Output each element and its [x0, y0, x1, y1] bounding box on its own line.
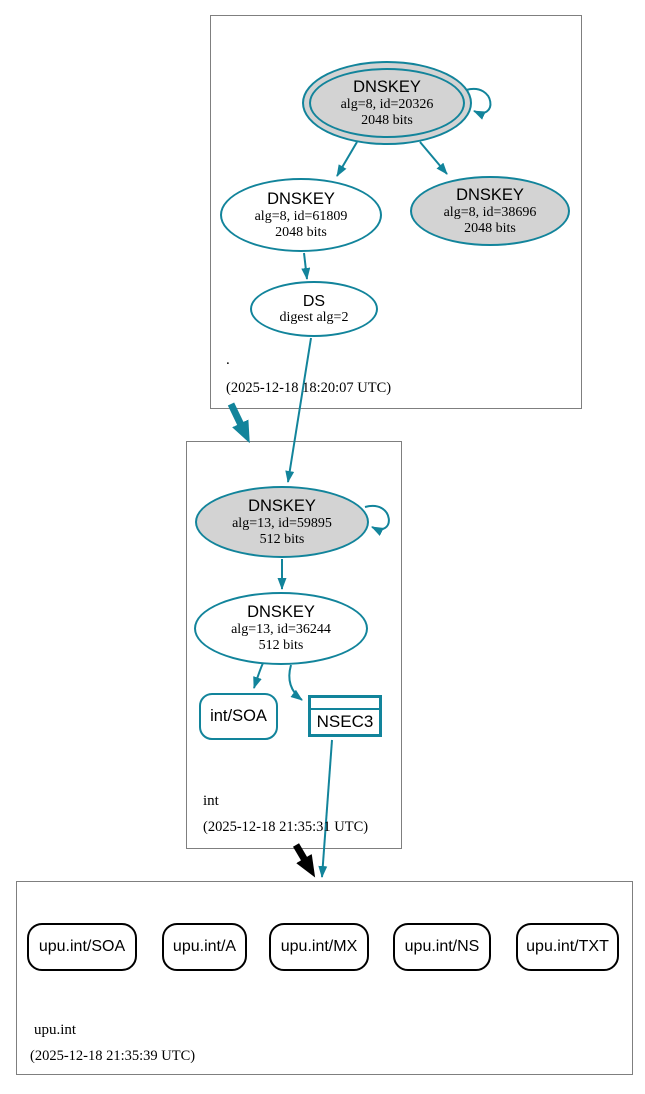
node-rrset-upu-int-mx[interactable]: upu.int/MX — [269, 923, 369, 971]
rrset-label: upu.int/TXT — [526, 938, 609, 955]
edge-nsec3-to-upu-int — [318, 739, 333, 878]
node-title: DNSKEY — [267, 189, 335, 208]
node-bits: 2048 bits — [275, 224, 327, 240]
edge-int-ksk-selfsign — [364, 504, 390, 536]
node-bits: 512 bits — [259, 531, 305, 547]
node-dnskey-38696[interactable]: DNSKEY alg=8, id=38696 2048 bits — [410, 176, 570, 246]
edge-root-ksk-to-ksk2 — [419, 141, 448, 175]
edge-root-ksk-to-zsk — [336, 141, 358, 177]
node-title: DNSKEY — [247, 603, 315, 621]
zone-timestamp-root: (2025-12-18 18:20:07 UTC) — [226, 380, 392, 396]
node-rrset-upu-int-soa[interactable]: upu.int/SOA — [27, 923, 137, 971]
node-detail: digest alg=2 — [279, 309, 349, 325]
edge-int-zsk-to-nsec3 — [288, 664, 303, 701]
node-rrset-int-soa[interactable]: int/SOA — [199, 693, 278, 740]
node-detail: alg=13, id=59895 — [232, 515, 332, 531]
zone-label-int: int — [203, 793, 219, 809]
zone-timestamp-upu-int: (2025-12-18 21:35:39 UTC) — [30, 1048, 196, 1064]
rrset-label: upu.int/MX — [280, 938, 358, 955]
edge-root-ksk-selfsign — [465, 87, 492, 120]
zone-label-upu-int: upu.int — [34, 1022, 77, 1038]
node-rrset-upu-int-ns[interactable]: upu.int/NS — [393, 923, 491, 971]
node-bits: 2048 bits — [464, 220, 516, 236]
node-bits: 512 bits — [258, 638, 304, 653]
zone-label-root: . — [226, 352, 230, 368]
node-nsec3[interactable]: NSEC3 — [308, 695, 382, 737]
node-dnskey-61809[interactable]: DNSKEY alg=8, id=61809 2048 bits — [220, 178, 382, 252]
edge-root-zsk-to-ds — [301, 252, 311, 280]
rrset-label: upu.int/NS — [404, 938, 480, 955]
node-rrset-upu-int-a[interactable]: upu.int/A — [162, 923, 247, 971]
node-title: DNSKEY — [248, 496, 316, 515]
nsec3-label: NSEC3 — [316, 712, 374, 731]
node-detail: alg=8, id=38696 — [443, 204, 537, 220]
node-title: DS — [302, 292, 326, 310]
node-dnskey-59895[interactable]: DNSKEY alg=13, id=59895 512 bits — [195, 486, 369, 558]
rrset-label: upu.int/SOA — [38, 938, 126, 955]
zone-timestamp-int: (2025-12-18 21:35:31 UTC) — [203, 819, 369, 835]
edge-int-zsk-to-soa — [253, 662, 264, 689]
node-rrset-upu-int-txt[interactable]: upu.int/TXT — [516, 923, 619, 971]
rrset-label: int/SOA — [210, 707, 267, 725]
node-dnskey-20326[interactable]: DNSKEY alg=8, id=20326 2048 bits — [302, 61, 472, 145]
zone-box-upu-int — [16, 881, 633, 1075]
nsec3-header-band — [311, 698, 379, 710]
node-title: DNSKEY — [456, 185, 524, 204]
edge-delegation-int-to-upu-int — [292, 843, 316, 878]
node-detail: alg=13, id=36244 — [231, 622, 331, 637]
edge-ds-to-int-ksk — [285, 337, 312, 483]
node-detail: alg=8, id=61809 — [254, 208, 348, 224]
zone-box-root — [210, 15, 582, 409]
rrset-label: upu.int/A — [172, 938, 237, 955]
node-dnskey-36244[interactable]: DNSKEY alg=13, id=36244 512 bits — [194, 592, 368, 665]
edge-delegation-root-to-int — [227, 402, 250, 444]
ksk-double-ring — [309, 68, 465, 138]
node-ds[interactable]: DS digest alg=2 — [250, 281, 378, 337]
